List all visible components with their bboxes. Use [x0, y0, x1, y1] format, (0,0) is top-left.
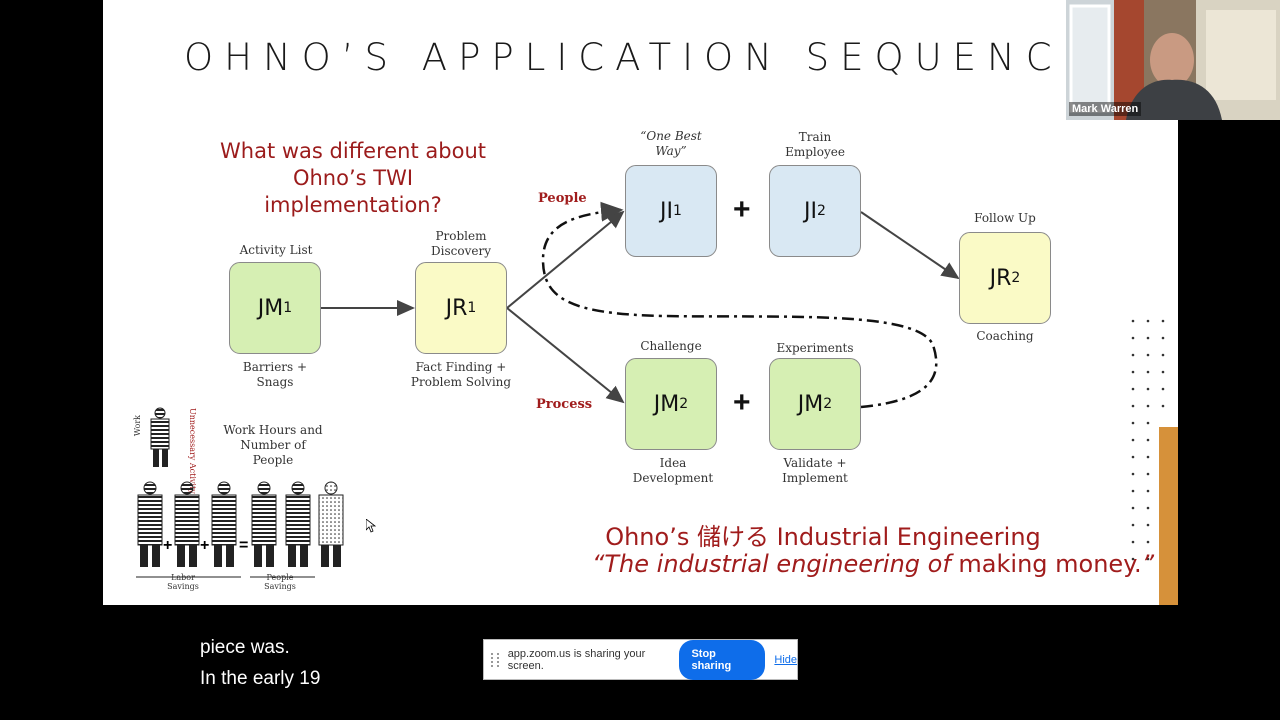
plus-sign-top: + — [733, 193, 751, 226]
accent-bar — [1159, 427, 1178, 605]
jm2b-below: Validate + Implement — [782, 456, 848, 485]
jm2a-above: Challenge — [640, 339, 702, 353]
people-savings-label: People Savings — [264, 573, 296, 591]
screen-share-bar: app.zoom.us is sharing your screen. Stop… — [483, 639, 798, 680]
arrow-jr1-ji1 — [506, 210, 625, 309]
jm2b-above: Experiments — [776, 341, 854, 355]
worker-row: + + = — [137, 481, 344, 567]
footer-line-1-post: Industrial Engineering — [768, 523, 1041, 551]
jm1-below: Barriers + Snags — [242, 360, 308, 389]
webcam-video — [1066, 0, 1280, 120]
node-jr1-sub: 1 — [467, 300, 477, 316]
jr2-above: Follow Up — [974, 211, 1036, 225]
node-ji2-main: JI — [804, 198, 818, 224]
node-jr1-main: JR — [445, 295, 468, 321]
workers-illustration: + + = — [136, 407, 344, 578]
ji1-above: “One Best Way” — [640, 129, 702, 158]
caption-line-1: piece was. — [200, 637, 290, 658]
svg-text:+: + — [200, 537, 209, 554]
jr2-below: Coaching — [976, 329, 1034, 343]
participant-name: Mark Warren — [1069, 102, 1142, 116]
node-jm2a-main: JM — [653, 391, 680, 417]
node-jm2a-sub: 2 — [679, 396, 689, 412]
caption-line-2: In the early 19 — [200, 668, 321, 689]
node-jm1-main: JM — [257, 295, 284, 321]
arrow-ji2-jr2 — [860, 211, 960, 280]
footer-line-2-italic: “The industrial engineering of — [591, 550, 959, 578]
presentation-slide: OHNO’S APPLICATION SEQUENCE What was dif… — [103, 0, 1178, 605]
footer-line-2: “The industrial engineering of making mo… — [573, 550, 1173, 578]
jr1-above: Problem Discovery — [431, 229, 491, 258]
process-label: Process — [536, 397, 593, 412]
jm1-above: Activity List — [239, 243, 313, 257]
footer-line-2-normal: making money. — [958, 550, 1142, 578]
mouse-cursor-icon — [366, 519, 376, 533]
footer-line-2-close: ” — [1141, 550, 1155, 578]
share-status-text: app.zoom.us is sharing your screen. — [507, 647, 646, 672]
svg-text:=: = — [239, 537, 248, 554]
jm2a-below: Idea Development — [632, 456, 714, 485]
unnecessary-label: Unnecessary Activity — [188, 408, 197, 494]
hide-link[interactable]: Hide — [774, 653, 797, 666]
slide-title: OHNO’S APPLICATION SEQUENCE — [184, 36, 1097, 79]
dashed-feedback-loop — [541, 201, 938, 409]
node-ji2-sub: 2 — [817, 203, 826, 219]
illustration-caption: Work Hours and Number of People — [223, 423, 323, 467]
slide-question: What was different about Ohno’s TWI impl… — [220, 139, 486, 217]
jr1-below: Fact Finding + Problem Solving — [410, 360, 512, 389]
node-jm2b-sub: 2 — [823, 396, 833, 412]
node-jm1-sub: 1 — [283, 300, 293, 316]
stop-sharing-button[interactable]: Stop sharing — [679, 639, 766, 680]
footer-line-1-jp: 儲ける — [696, 523, 769, 551]
node-ji1-main: JI — [660, 198, 674, 224]
footer-line-1: Ohno’s 儲ける Industrial Engineering — [543, 517, 1103, 552]
node-jr2-sub: 2 — [1011, 270, 1021, 286]
footer-line-1-pre: Ohno’s — [605, 523, 697, 551]
labor-savings-label: Labor Savings — [167, 573, 199, 591]
drag-handle-icon[interactable] — [491, 652, 499, 667]
webcam-thumbnail[interactable]: Mark Warren — [1066, 0, 1280, 120]
node-jr2-main: JR — [989, 265, 1012, 291]
decorative-dot-grid — [1131, 319, 1165, 561]
svg-text:+: + — [163, 537, 172, 554]
node-ji1-sub: 1 — [673, 203, 682, 219]
arrow-jr1-jm2 — [506, 307, 625, 404]
single-worker-icon — [150, 407, 170, 467]
ji2-above: Train Employee — [785, 130, 845, 159]
plus-sign-bottom: + — [733, 386, 751, 419]
node-jm2b-main: JM — [797, 391, 824, 417]
people-label: People — [538, 191, 587, 206]
flow-connectors — [321, 201, 960, 409]
